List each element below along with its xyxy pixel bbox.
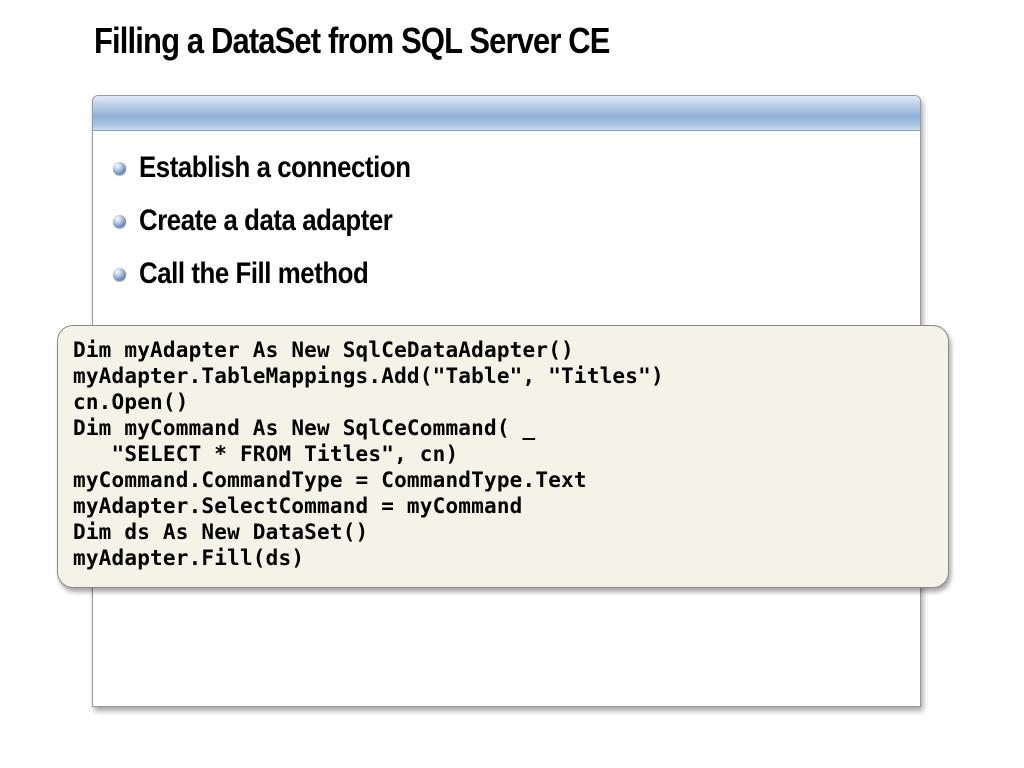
code-line: myCommand.CommandType = CommandType.Text <box>73 468 587 492</box>
sphere-bullet-icon <box>113 215 126 228</box>
code-line: Dim myAdapter As New SqlCeDataAdapter() <box>73 338 574 362</box>
code-line: myAdapter.TableMappings.Add("Table", "Ti… <box>73 364 664 388</box>
code-line: myAdapter.Fill(ds) <box>73 546 305 570</box>
code-sample-box: Dim myAdapter As New SqlCeDataAdapter() … <box>57 325 949 588</box>
panel-header-band <box>93 96 920 131</box>
code-line: myAdapter.SelectCommand = myCommand <box>73 494 523 518</box>
sphere-bullet-icon <box>113 162 126 175</box>
bullet-text: Call the Fill method <box>139 257 369 290</box>
code-line: Dim ds As New DataSet() <box>73 520 369 544</box>
bullet-item: Establish a connection <box>113 150 455 203</box>
bullet-item: Call the Fill method <box>113 256 455 309</box>
slide-title: Filling a DataSet from SQL Server CE <box>94 20 610 61</box>
bullet-item: Create a data adapter <box>113 203 455 256</box>
bullet-text: Create a data adapter <box>139 204 393 237</box>
bullet-text: Establish a connection <box>139 151 411 184</box>
sphere-bullet-icon <box>113 268 126 281</box>
code-line: cn.Open() <box>73 390 189 414</box>
code-line: Dim myCommand As New SqlCeCommand( _ <box>73 416 536 440</box>
code-line: "SELECT * FROM Titles", cn) <box>73 442 459 466</box>
bullet-list: Establish a connection Create a data ada… <box>113 150 455 309</box>
